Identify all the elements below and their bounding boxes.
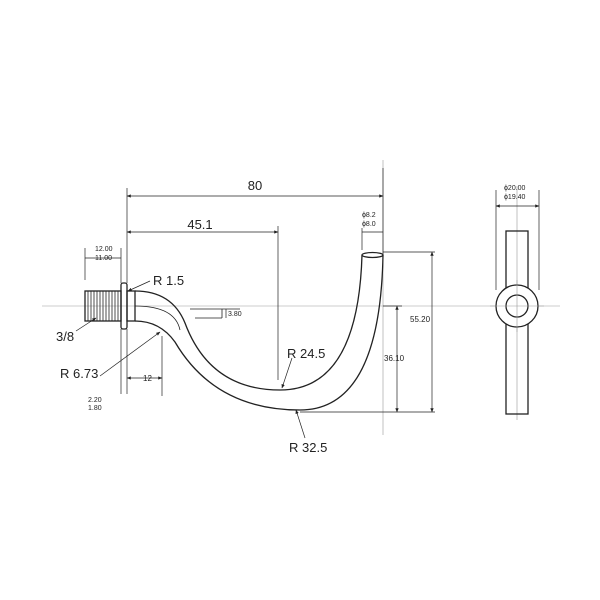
tube-upper-edge: [134, 254, 363, 391]
r673-label: R 6.73: [60, 366, 98, 381]
dim-80-label: 80: [248, 178, 262, 193]
tube-mid-edge: [134, 305, 181, 331]
side-dia-max: ϕ20.00: [504, 185, 526, 192]
thread-len-min: 11.00: [95, 255, 112, 262]
r325-leader: [295, 409, 306, 439]
spout-offset-label: 3.80: [228, 311, 242, 318]
dim-45-label: 45.1: [187, 217, 212, 232]
r15-leader: [127, 280, 151, 292]
tube-end: [361, 251, 384, 259]
thread-size-label: 3/8: [56, 329, 74, 344]
r15-label: R 1.5: [153, 273, 184, 288]
tube-od-min: ϕ8.0: [362, 221, 376, 228]
flange-thk-max: 2.20: [88, 397, 102, 404]
r325-label: R 32.5: [289, 440, 327, 455]
thread-size-leader: [75, 317, 97, 332]
side-view: ϕ20.00 ϕ19.40: [490, 185, 544, 415]
threaded-nipple: [84, 290, 122, 322]
side-dia-min: ϕ19.40: [504, 194, 526, 201]
thread-len-max: 12.00: [95, 246, 113, 253]
r245-leader: [281, 357, 293, 389]
r673-leader: [99, 331, 161, 377]
lower-height-label: 36.10: [384, 354, 405, 363]
flange-thk-min: 1.80: [88, 405, 102, 412]
tube-lower-edge: [134, 254, 384, 411]
stub-len-label: 12: [143, 374, 152, 383]
tube-od-max: ϕ8.2: [362, 212, 376, 219]
r245-label: R 24.5: [287, 346, 325, 361]
total-height-label: 55.20: [410, 315, 431, 324]
